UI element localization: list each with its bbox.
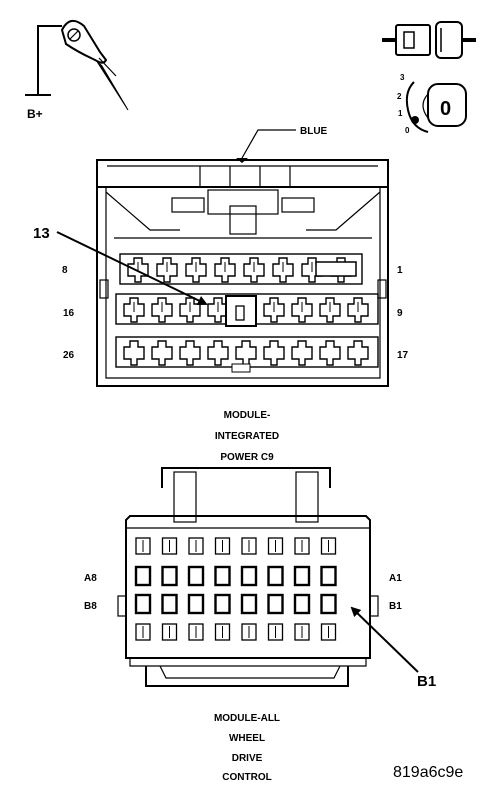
awd-caption-line-2: WHEEL bbox=[229, 733, 265, 744]
c9-terminal-cavity bbox=[214, 257, 236, 283]
c9-terminal-cavity bbox=[207, 340, 229, 366]
c9-callout-arrow bbox=[56, 231, 208, 306]
c9-cavity-grid bbox=[115, 253, 379, 373]
c9-terminal-cavity bbox=[235, 340, 257, 366]
awd-terminal-cavity bbox=[187, 593, 205, 615]
test-probe-icon bbox=[25, 19, 129, 111]
c9-terminal-cavity bbox=[291, 340, 313, 366]
c9-pin-label-mid-left: 16 bbox=[63, 308, 75, 319]
awd-terminal-cavity bbox=[267, 565, 284, 587]
c9-terminal-cavity bbox=[263, 297, 285, 323]
c9-terminal-cavity bbox=[151, 297, 173, 323]
ignition-key-icon bbox=[405, 81, 467, 133]
awd-terminal-cavity bbox=[293, 593, 311, 615]
ignition-key-label: 0 bbox=[440, 98, 451, 120]
c9-lock-tab bbox=[231, 363, 251, 373]
c9-pin-label-bottom-right: 17 bbox=[397, 350, 409, 361]
connector-unplugged-icon bbox=[382, 21, 476, 59]
ignition-position-0: 0 bbox=[405, 126, 410, 135]
c9-connector-housing bbox=[96, 159, 389, 387]
ignition-position-1: 1 bbox=[398, 109, 403, 118]
c9-terminal-cavity bbox=[179, 297, 201, 323]
awd-callout-arrow bbox=[350, 606, 419, 673]
awd-terminal-cavity bbox=[134, 565, 152, 587]
c9-cavity-row bbox=[119, 253, 363, 285]
c9-terminal-cavity bbox=[319, 297, 341, 323]
awd-caption-line-3: DRIVE bbox=[232, 753, 263, 764]
c9-terminal-cavity bbox=[127, 257, 149, 283]
awd-terminal-cavity bbox=[320, 565, 337, 587]
c9-caption-line-1: MODULE- bbox=[224, 410, 271, 421]
c9-terminal-cavity bbox=[123, 340, 145, 366]
c9-terminal-cavity bbox=[185, 257, 207, 283]
c9-pin-label-top-left: 8 bbox=[62, 265, 68, 276]
awd-terminal-cavity bbox=[187, 565, 205, 587]
c9-pin-label-top-right: 1 bbox=[397, 265, 403, 276]
awd-row-label-a1: A1 bbox=[389, 573, 402, 584]
ignition-position-3: 3 bbox=[400, 73, 405, 82]
c9-callout-label: 13 bbox=[33, 225, 50, 242]
awd-terminal-cavity bbox=[267, 593, 284, 615]
supply-label: B+ bbox=[27, 107, 43, 121]
awd-terminal-cavity bbox=[214, 565, 231, 587]
awd-terminal-cavity bbox=[161, 593, 178, 615]
c9-terminal-cavity bbox=[347, 340, 369, 366]
awd-terminal-cavity bbox=[293, 565, 311, 587]
awd-cavity-grid bbox=[134, 537, 337, 641]
figure-id: 819a6c9e bbox=[393, 764, 463, 781]
c9-terminal-cavity bbox=[179, 340, 201, 366]
c9-terminal-cavity bbox=[151, 340, 173, 366]
awd-terminal-cavity bbox=[214, 593, 231, 615]
c9-terminal-cavity bbox=[347, 297, 369, 323]
c9-caption-line-2: INTEGRATED bbox=[215, 431, 279, 442]
wire-color-label: BLUE bbox=[300, 126, 328, 137]
awd-terminal-cavity bbox=[240, 565, 258, 587]
c9-terminal-cavity bbox=[156, 257, 178, 283]
awd-row-label-b1: B1 bbox=[389, 601, 402, 612]
c9-pin-label-mid-right: 9 bbox=[397, 308, 403, 319]
awd-callout-label: B1 bbox=[417, 673, 436, 690]
awd-connector-housing bbox=[117, 467, 379, 687]
awd-row-label-b8: B8 bbox=[84, 601, 97, 612]
c9-pin-label-bottom-left: 26 bbox=[63, 350, 75, 361]
ignition-position-2: 2 bbox=[397, 92, 402, 101]
awd-terminal-cavity bbox=[134, 593, 152, 615]
awd-caption-line-4: CONTROL bbox=[222, 772, 271, 783]
awd-terminal-cavity bbox=[161, 565, 178, 587]
awd-row-label-a8: A8 bbox=[84, 573, 97, 584]
c9-latch-window bbox=[315, 261, 357, 277]
c9-terminal-cavity bbox=[243, 257, 265, 283]
c9-terminal-cavity bbox=[319, 340, 341, 366]
c9-terminal-cavity bbox=[123, 297, 145, 323]
awd-terminal-cavity bbox=[240, 593, 258, 615]
c9-terminal-cavity bbox=[263, 340, 285, 366]
awd-caption-line-1: MODULE-ALL bbox=[214, 713, 280, 724]
awd-terminal-cavity bbox=[320, 593, 337, 615]
c9-terminal-cavity bbox=[291, 297, 313, 323]
c9-terminal-cavity bbox=[272, 257, 294, 283]
c9-caption-line-3: POWER C9 bbox=[220, 452, 274, 463]
c9-center-key bbox=[225, 295, 257, 327]
